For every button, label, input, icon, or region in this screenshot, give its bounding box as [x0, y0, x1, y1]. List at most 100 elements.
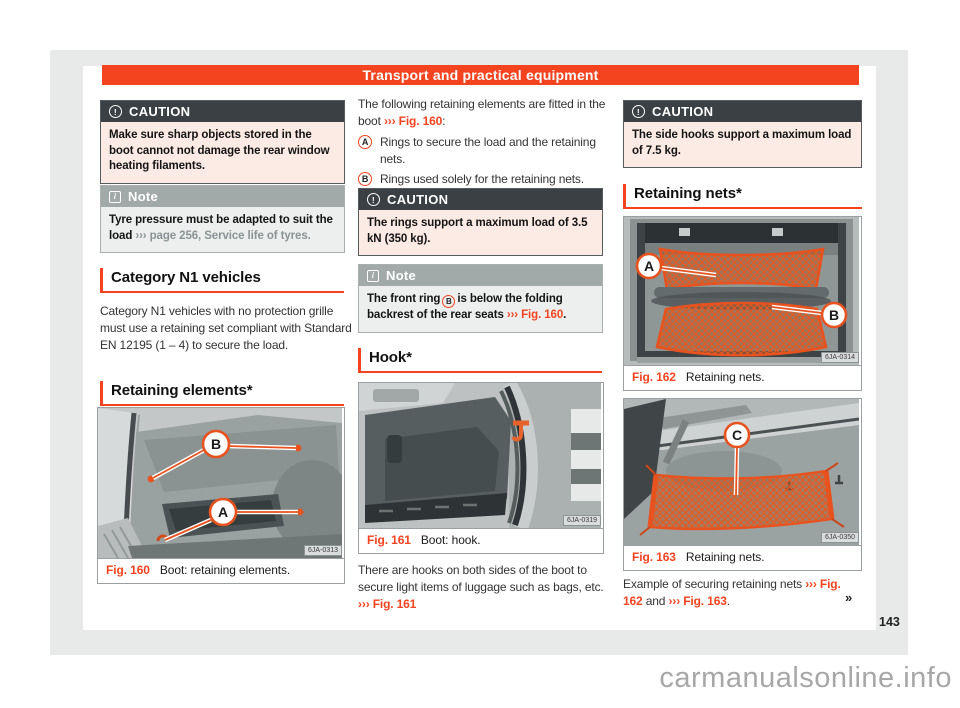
boot-hook-highlight	[511, 420, 529, 442]
caution-box-side-hooks: ! CAUTION The side hooks support a maxim…	[623, 100, 862, 168]
caution-icon: !	[632, 105, 645, 118]
note-title: Note	[386, 268, 417, 283]
figure-160-code: 6JA-0313	[304, 545, 342, 556]
figure-161-image: 6JA-0319	[359, 383, 603, 529]
figure-163-label: Fig. 163	[632, 550, 676, 564]
figure-162-marker-a-circle	[635, 252, 663, 280]
figure-163-image: C 6JA-0350	[624, 399, 861, 546]
boot-retaining-elements-illustration: B A	[98, 408, 342, 558]
caution-body-text: The rings support a maximum load of 3.5 …	[359, 210, 602, 255]
section-heading-category-n1: Category N1 vehicles	[100, 268, 344, 293]
figure-160: B A 6JA-0313 Fig. 160 Boot: retaining ele…	[97, 407, 345, 584]
list-item-a-text: Rings to secure the load and the retaini…	[380, 135, 596, 166]
section-heading-hook: Hook*	[358, 348, 602, 373]
paragraph-hooks: There are hooks on both sides of the boo…	[358, 562, 608, 613]
figure-163-leader-line	[733, 446, 740, 496]
chapter-title: Transport and practical equipment	[362, 67, 599, 83]
example-mid: and	[642, 594, 669, 608]
fig162-reference-link[interactable]: ››› Fig. 162	[623, 577, 841, 608]
list-item-rings-a: A Rings to secure the load and the retai…	[358, 134, 608, 168]
caution-header: ! CAUTION	[624, 101, 861, 122]
figure-162-marker-a: A	[644, 258, 654, 274]
boot-hook-illustration	[359, 383, 601, 528]
fig161-reference-link[interactable]: ››› Fig. 161	[358, 597, 417, 611]
note-icon: i	[367, 269, 379, 282]
page-reference-link[interactable]: ››› page 256, Service life of tyres.	[135, 229, 311, 242]
chapter-header: Transport and practical equipment	[102, 65, 859, 85]
figure-163: C 6JA-0350 Fig. 163 Retaining nets.	[623, 398, 862, 571]
figure-160-marker-b: B	[211, 436, 221, 452]
figure-161-label: Fig. 161	[367, 533, 411, 547]
ring-marker-a: A	[358, 135, 372, 149]
inline-ring-marker-b: B	[442, 295, 456, 309]
example-tail: .	[726, 594, 730, 608]
caution-header: ! CAUTION	[359, 189, 602, 210]
note-mid: is below the folding backrest of the rea…	[367, 293, 563, 322]
caution-title: CAUTION	[129, 104, 191, 119]
figure-160-label: Fig. 160	[106, 563, 150, 577]
retaining-nets-illustration: A B	[624, 217, 859, 365]
note-title: Note	[128, 189, 159, 204]
figure-163-caption-text: Retaining nets.	[685, 550, 765, 564]
note-icon: i	[109, 190, 121, 203]
intro-tail: :	[442, 114, 446, 128]
figure-160-marker-a-circle	[208, 497, 238, 527]
side-retaining-net-illustration: C	[624, 399, 859, 545]
fig160-reference-link[interactable]: ››› Fig. 160	[506, 309, 564, 322]
figure-162-image: A B 6JA-0314	[624, 217, 861, 366]
figure-161: 6JA-0319 Fig. 161 Boot: hook.	[358, 382, 604, 554]
caution-box-ring-load: ! CAUTION The rings support a maximum lo…	[358, 188, 603, 256]
caution-icon: !	[109, 105, 122, 118]
paragraph-example-nets: Example of securing retaining nets ››› F…	[623, 576, 862, 610]
figure-162-marker-b-circle	[820, 301, 848, 329]
figure-162-leader-lines	[660, 265, 823, 316]
figure-161-caption: Fig. 161 Boot: hook.	[359, 529, 603, 553]
figure-163-code: 6JA-0350	[821, 532, 859, 543]
figure-162-code: 6JA-0314	[821, 352, 859, 363]
figure-160-caption: Fig. 160 Boot: retaining elements.	[98, 559, 344, 583]
hooks-text: There are hooks on both sides of the boo…	[358, 563, 604, 594]
caution-box-boot-objects: ! CAUTION Make sure sharp objects stored…	[100, 100, 345, 184]
caution-title: CAUTION	[652, 104, 714, 119]
figure-160-leader-lines	[151, 443, 298, 543]
figure-163-marker-c-circle	[723, 421, 751, 449]
figure-163-caption: Fig. 163 Retaining nets.	[624, 546, 861, 570]
paragraph-category-n1: Category N1 vehicles with no protection …	[100, 304, 352, 352]
caution-body-text: The side hooks support a maximum load of…	[624, 122, 861, 167]
figure-161-caption-text: Boot: hook.	[420, 533, 481, 547]
caution-header: ! CAUTION	[101, 101, 344, 122]
page-number: 143	[879, 615, 900, 629]
note-header: i Note	[359, 265, 602, 286]
intro-text: The following retaining elements are fit…	[358, 97, 606, 128]
note-header: i Note	[101, 186, 344, 207]
note-body-text: Tyre pressure must be adapted to suit th…	[101, 207, 344, 252]
continued-marker: »	[845, 590, 853, 605]
figure-160-caption-text: Boot: retaining elements.	[159, 563, 291, 577]
fig160-reference-link[interactable]: ››› Fig. 160	[383, 114, 443, 128]
watermark: carmanualsonline.info	[659, 662, 952, 694]
caution-body-text: Make sure sharp objects stored in the bo…	[101, 122, 344, 183]
note-pre: The front ring	[367, 293, 441, 305]
lower-net	[655, 301, 828, 357]
caution-icon: !	[367, 193, 380, 206]
figure-163-marker-c: C	[732, 427, 742, 443]
example-text: Example of securing retaining nets	[623, 577, 806, 591]
figure-161-code: 6JA-0319	[563, 515, 601, 526]
caution-title: CAUTION	[387, 192, 449, 207]
figure-162-label: Fig. 162	[632, 370, 676, 384]
section-heading-retaining-nets: Retaining nets*	[623, 184, 862, 209]
side-net	[639, 462, 845, 536]
upper-net	[658, 247, 825, 291]
figure-162-marker-b: B	[829, 307, 839, 323]
paragraph-retaining-intro: The following retaining elements are fit…	[358, 96, 608, 130]
fig163-reference-link[interactable]: ››› Fig. 163	[668, 594, 727, 608]
list-item-rings-b: B Rings used solely for the retaining ne…	[358, 171, 608, 188]
note-tail: .	[563, 309, 567, 322]
figure-160-image: B A 6JA-0313	[98, 408, 344, 559]
figure-160-marker-b-circle	[201, 429, 231, 459]
